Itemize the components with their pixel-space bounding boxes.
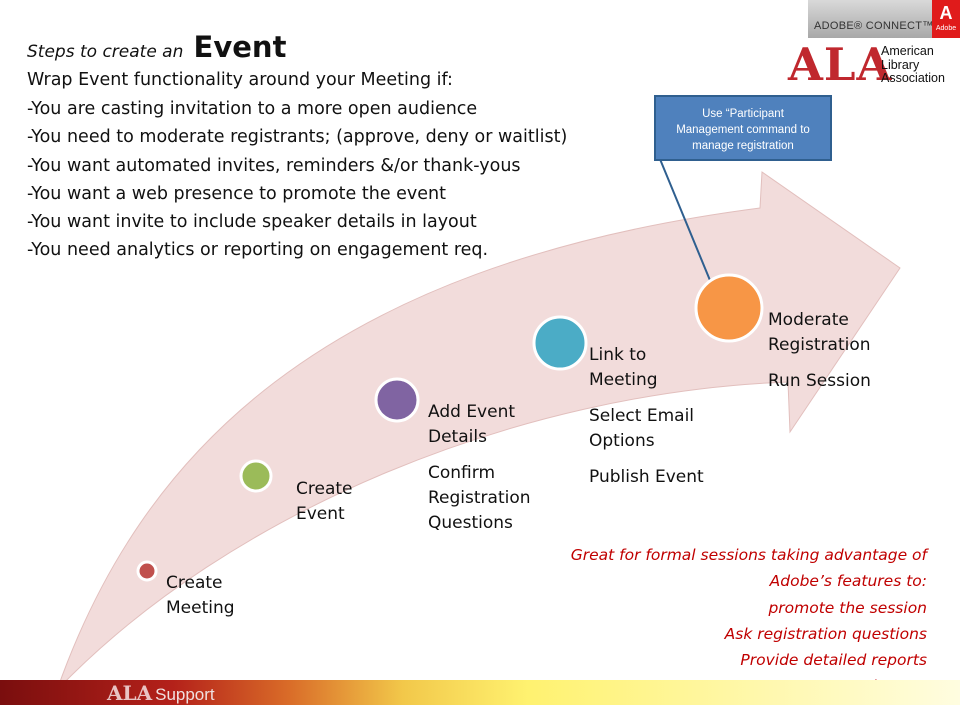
ala-org-line: Library bbox=[881, 57, 920, 72]
ala-org-name: American Library Association bbox=[881, 44, 945, 86]
footer-logo-suffix: Support bbox=[155, 685, 215, 704]
step-label-create-event: Create Event bbox=[296, 477, 353, 527]
adobe-logo-letter: A bbox=[939, 3, 953, 23]
step-marker-link-to-meeting bbox=[532, 315, 588, 371]
adobe-logo-word: Adobe bbox=[935, 25, 957, 32]
footer-logo-letters: ALA bbox=[107, 681, 153, 705]
note-line: Ask registration questions bbox=[724, 624, 927, 643]
step-label-link-to-meeting: Link to Meeting Select Email Options Pub… bbox=[589, 343, 704, 490]
intro-text: Wrap Event functionality around your Mee… bbox=[27, 70, 453, 90]
step-sub-item-line: Questions bbox=[428, 513, 513, 533]
adobe-connect-label: ADOBE® CONNECT™ bbox=[814, 20, 934, 32]
step-label-create-meeting: Create Meeting bbox=[166, 571, 235, 621]
reason-item: -You want automated invites, reminders &… bbox=[27, 155, 521, 176]
title-emphasis: Event bbox=[193, 30, 287, 64]
step-label-add-event-details: Add Event Details Confirm Registration Q… bbox=[428, 400, 531, 536]
participant-management-callout: Use “Participant Management command to m… bbox=[654, 95, 832, 161]
step-title-line: Details bbox=[428, 427, 487, 447]
step-marker-moderate-registration bbox=[694, 273, 764, 343]
step-marker-create-event bbox=[239, 459, 273, 493]
step-title-line: Link to bbox=[589, 345, 647, 365]
step-sub-item-line: Publish Event bbox=[589, 467, 704, 487]
callout-line: Use “Participant bbox=[702, 108, 784, 120]
note-line: Great for formal sessions taking advanta… bbox=[570, 546, 927, 564]
footer-gradient-bar bbox=[0, 680, 960, 705]
step-sub-item-line: Registration bbox=[428, 488, 531, 508]
reason-item: -You want a web presence to promote the … bbox=[27, 183, 446, 204]
note-line: promote the session bbox=[768, 598, 927, 617]
ala-logo: ALA American Library Association bbox=[788, 42, 958, 88]
title-prefix: Steps to create an bbox=[27, 42, 184, 62]
reason-item: -You want invite to include speaker deta… bbox=[27, 212, 477, 233]
step-title-line: Event bbox=[296, 504, 345, 524]
reason-item: -You need to moderate registrants; (appr… bbox=[27, 127, 568, 148]
step-sub-item-line: Run Session bbox=[768, 371, 871, 391]
reason-item: -You are casting invitation to a more op… bbox=[27, 99, 478, 119]
step-title-line: Registration bbox=[768, 335, 871, 355]
step-title-line: Meeting bbox=[166, 598, 235, 618]
callout-line: manage registration bbox=[692, 140, 794, 152]
benefits-note: Great for formal sessions taking advanta… bbox=[571, 542, 927, 700]
step-marker-create-meeting bbox=[136, 560, 158, 582]
reason-item: -You need analytics or reporting on enga… bbox=[27, 240, 489, 261]
step-title-line: Create bbox=[296, 479, 353, 499]
step-sub-item-line: Confirm bbox=[428, 463, 496, 483]
note-line: Provide detailed reports bbox=[740, 651, 927, 670]
step-label-moderate-registration: Moderate Registration Run Session bbox=[768, 308, 871, 394]
step-marker-add-event-details bbox=[374, 377, 420, 423]
step-title-line: Moderate bbox=[768, 310, 849, 330]
ala-org-line: American bbox=[881, 44, 934, 58]
page-title: Steps to create an Event bbox=[27, 26, 286, 72]
ala-logo-letters: ALA bbox=[788, 38, 893, 91]
curved-arrow-shape bbox=[56, 171, 901, 691]
adobe-logo-icon: A Adobe bbox=[932, 0, 960, 38]
callout-line: Management command to bbox=[676, 124, 810, 136]
step-title-line: Create bbox=[166, 573, 223, 593]
note-line: Adobe’s features to: bbox=[769, 572, 927, 591]
step-sub-item-line: Options bbox=[589, 431, 655, 451]
ala-org-line: Association bbox=[881, 71, 945, 85]
step-sub-item-line: Select Email bbox=[589, 406, 695, 426]
step-title-line: Add Event bbox=[428, 402, 516, 422]
reasons-list: -You are casting invitation to a more op… bbox=[27, 95, 567, 265]
step-title-line: Meeting bbox=[589, 370, 658, 390]
